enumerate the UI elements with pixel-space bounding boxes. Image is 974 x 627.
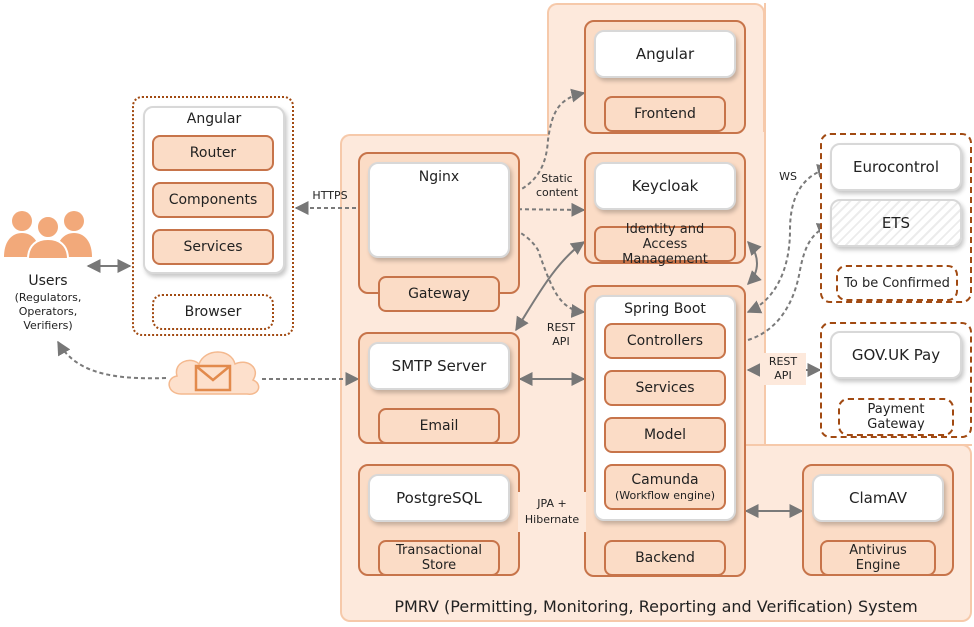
label-jpa-hibernate: JPA + Hibernate [518, 492, 586, 532]
backend-services: Services [604, 370, 726, 406]
region-edge-ledge [764, 444, 972, 446]
external-ets: ETS [830, 199, 962, 247]
store-postgresql: PostgreSQL [368, 474, 510, 522]
gateway-nginx-card [368, 162, 510, 258]
iam-keycloak: Keycloak [594, 162, 736, 210]
users-icon [4, 211, 92, 260]
label-ws: WS [779, 169, 797, 183]
backend-label: Backend [604, 540, 726, 576]
backend-camunda-subtitle: (Workflow engine) [614, 489, 716, 502]
email-cloud-icon [168, 351, 260, 395]
email-label: Email [378, 408, 500, 444]
external-eurocontrol: Eurocontrol [830, 143, 962, 191]
gateway-label: Gateway [378, 276, 500, 312]
iam-label: Identity and Access Management [594, 222, 736, 267]
backend-model: Model [604, 417, 726, 453]
backend-controllers: Controllers [604, 323, 726, 359]
arrow-iam-rest [515, 241, 586, 332]
arrow-ws-eurocontrol [746, 164, 832, 314]
region-seam-top [549, 132, 764, 138]
system-title: PMRV (Permitting, Monitoring, Reporting … [394, 596, 918, 616]
label-rest-api-left: REST API [546, 321, 576, 348]
backend-springboot-title: Spring Boot [624, 301, 706, 317]
frontend-label: Frontend [604, 96, 726, 132]
browser-services: Services [152, 229, 274, 265]
frontend-angular: Angular [594, 30, 736, 78]
browser-router: Router [152, 135, 274, 171]
gateway-nginx-title: Nginx [418, 169, 460, 185]
backend-camunda: Camunda (Workflow engine) [604, 464, 726, 510]
payment-label: Payment Gateway [838, 398, 954, 436]
email-smtp-server: SMTP Server [368, 342, 510, 390]
payment-govuk-pay: GOV.UK Pay [830, 331, 962, 379]
browser-angular-title: Angular [186, 111, 242, 127]
arrow-ws-ets [747, 223, 832, 341]
arrow-email-users [57, 340, 167, 380]
backend-camunda-title: Camunda [631, 472, 699, 488]
arrow-static-frontend [419, 88, 586, 209]
browser-components: Components [152, 182, 274, 218]
users-subtitle: (Regulators, Operators, Verifiers) [14, 291, 82, 332]
label-static-content: Static content [535, 172, 579, 199]
external-tbc-label: To be Confirmed [836, 265, 958, 301]
label-rest-api-right: REST API [760, 353, 806, 385]
antivirus-label: Antivirus Engine [820, 540, 936, 576]
label-https: HTTPS [312, 188, 348, 202]
arrow-iam-backend [747, 240, 762, 285]
users-title: Users [28, 273, 68, 289]
antivirus-clamav: ClamAV [812, 474, 944, 522]
browser-label: Browser [152, 294, 274, 330]
arrow-gateway-keycloak [419, 202, 586, 217]
store-label: Transactional Store [378, 540, 500, 576]
